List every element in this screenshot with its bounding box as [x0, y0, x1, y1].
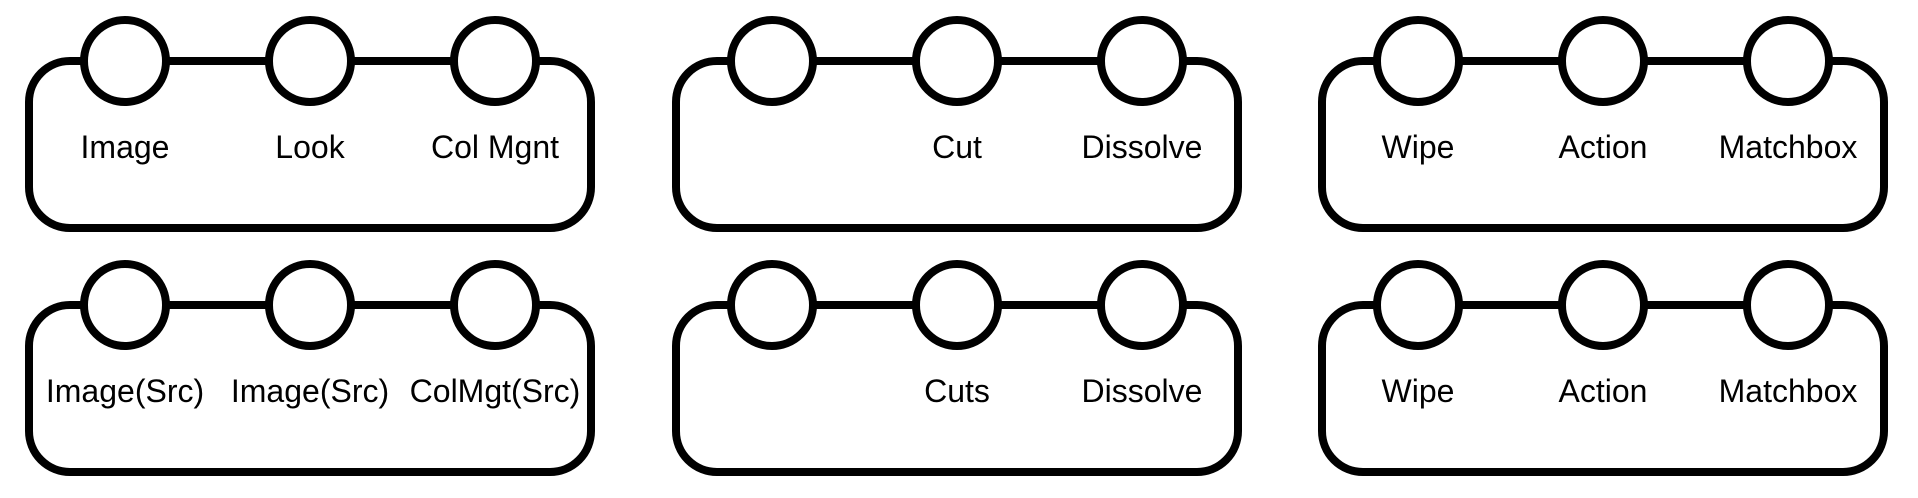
port-label: Wipe — [1381, 129, 1455, 165]
port-label: Image(Src) — [45, 373, 205, 409]
port-circle[interactable] — [450, 260, 540, 350]
port-circle[interactable] — [1373, 16, 1463, 106]
port-circle[interactable] — [80, 16, 170, 106]
port-label: Image — [80, 129, 170, 165]
port-circle[interactable] — [912, 16, 1002, 106]
port-circle[interactable] — [1373, 260, 1463, 350]
port-label: ColMgt(Src) — [409, 373, 581, 409]
fx-node[interactable]: Image Look Col Mgnt — [25, 16, 595, 232]
port-circle[interactable] — [450, 16, 540, 106]
port-circle[interactable] — [1558, 16, 1648, 106]
fx-node[interactable]: Wipe Action Matchbox — [1318, 16, 1888, 232]
port-circle[interactable] — [727, 16, 817, 106]
port-circle[interactable] — [265, 16, 355, 106]
port-circle[interactable] — [1097, 260, 1187, 350]
port-circle[interactable] — [1558, 260, 1648, 350]
port-label: Action — [1558, 129, 1648, 165]
port-label: Wipe — [1381, 373, 1455, 409]
port-circle[interactable] — [1097, 16, 1187, 106]
fx-node[interactable]: Cuts Dissolve — [672, 260, 1242, 476]
port-circle[interactable] — [1743, 260, 1833, 350]
port-label: Look — [275, 129, 345, 165]
port-label: Matchbox — [1718, 373, 1858, 409]
port-label: Image(Src) — [230, 373, 390, 409]
port-label: Col Mgnt — [430, 129, 560, 165]
port-circle[interactable] — [265, 260, 355, 350]
port-circle[interactable] — [1743, 16, 1833, 106]
port-label: Dissolve — [1081, 373, 1203, 409]
port-label: Action — [1558, 373, 1648, 409]
port-circle[interactable] — [80, 260, 170, 350]
port-circle[interactable] — [912, 260, 1002, 350]
fx-node[interactable]: Image(Src) Image(Src) ColMgt(Src) — [25, 260, 595, 476]
fx-node[interactable]: Wipe Action Matchbox — [1318, 260, 1888, 476]
port-label: Matchbox — [1718, 129, 1858, 165]
fx-node[interactable]: Cut Dissolve — [672, 16, 1242, 232]
port-label: Cuts — [924, 373, 990, 409]
port-label: Cut — [932, 129, 982, 165]
port-circle[interactable] — [727, 260, 817, 350]
port-label: Dissolve — [1081, 129, 1203, 165]
